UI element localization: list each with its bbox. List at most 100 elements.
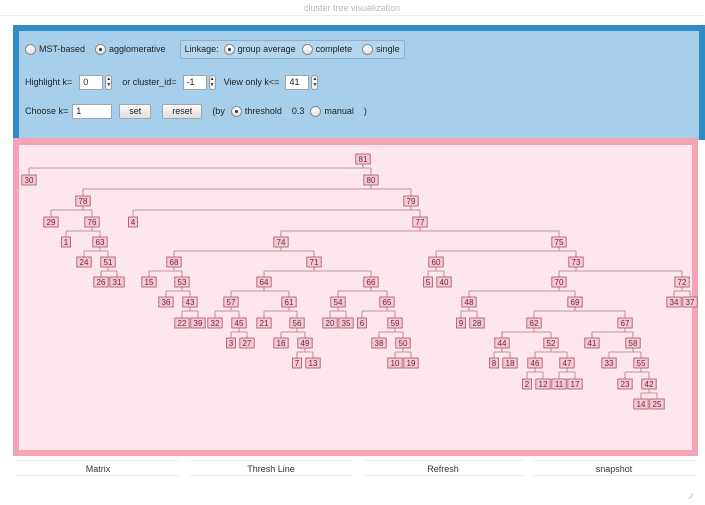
tree-node[interactable]: 45: [231, 317, 247, 329]
tree-node[interactable]: 51: [100, 256, 116, 268]
manual-radio[interactable]: [310, 105, 322, 117]
view-only-k-stepper[interactable]: ▲▼: [311, 74, 319, 90]
tree-node[interactable]: 78: [75, 195, 91, 207]
tree-node[interactable]: 5: [422, 276, 433, 288]
reset-button[interactable]: reset: [162, 103, 203, 119]
tree-node[interactable]: 65: [379, 296, 395, 308]
tree-node[interactable]: 60: [428, 256, 444, 268]
tree-node[interactable]: 10: [387, 357, 403, 369]
tree-node[interactable]: 63: [92, 236, 108, 248]
tree-node[interactable]: 4: [128, 216, 139, 228]
matrix-button[interactable]: Matrix: [17, 460, 179, 476]
tree-node[interactable]: 76: [84, 216, 100, 228]
tree-node[interactable]: 61: [281, 296, 297, 308]
tree-node[interactable]: 49: [297, 337, 313, 349]
tree-node[interactable]: 81: [355, 153, 371, 165]
tree-node[interactable]: 11: [551, 378, 567, 390]
tree-node[interactable]: 57: [223, 296, 239, 308]
resize-grip-icon[interactable]: ⁄⁄: [690, 492, 693, 501]
tree-node[interactable]: 9: [455, 317, 466, 329]
snapshot-button[interactable]: snapshot: [533, 460, 695, 476]
tree-node[interactable]: 16: [273, 337, 289, 349]
tree-node[interactable]: 33: [601, 357, 617, 369]
tree-node[interactable]: 70: [551, 276, 567, 288]
highlight-k-input[interactable]: 0: [79, 74, 104, 90]
tree-node[interactable]: 2: [521, 378, 532, 390]
tree-node[interactable]: 58: [625, 337, 641, 349]
tree-node[interactable]: 67: [617, 317, 633, 329]
tree-node[interactable]: 46: [527, 357, 543, 369]
tree-node[interactable]: 14: [633, 398, 649, 410]
tree-node[interactable]: 71: [306, 256, 322, 268]
set-button[interactable]: set: [119, 103, 152, 119]
tree-node[interactable]: 72: [674, 276, 690, 288]
view-only-k-input[interactable]: 41: [285, 74, 310, 90]
tree-node[interactable]: 40: [436, 276, 452, 288]
tree-node[interactable]: 73: [568, 256, 584, 268]
tree-node[interactable]: 21: [256, 317, 272, 329]
tree-node[interactable]: 79: [403, 195, 419, 207]
tree-node[interactable]: 52: [543, 337, 559, 349]
tree-node[interactable]: 28: [469, 317, 485, 329]
cluster-id-input[interactable]: -1: [182, 74, 207, 90]
tree-node[interactable]: 64: [256, 276, 272, 288]
single-radio[interactable]: [362, 43, 374, 55]
tree-node[interactable]: 39: [190, 317, 206, 329]
tree-node[interactable]: 18: [502, 357, 518, 369]
tree-node[interactable]: 74: [273, 236, 289, 248]
tree-node[interactable]: 77: [412, 216, 428, 228]
tree-node[interactable]: 13: [305, 357, 321, 369]
tree-node[interactable]: 15: [141, 276, 157, 288]
tree-node[interactable]: 20: [322, 317, 338, 329]
tree-node[interactable]: 24: [76, 256, 92, 268]
tree-node[interactable]: 66: [363, 276, 379, 288]
complete-radio[interactable]: [301, 43, 313, 55]
tree-node[interactable]: 68: [166, 256, 182, 268]
tree-node[interactable]: 75: [551, 236, 567, 248]
tree-node[interactable]: 59: [387, 317, 403, 329]
tree-node[interactable]: 23: [617, 378, 633, 390]
tree-node[interactable]: 56: [289, 317, 305, 329]
tree-node[interactable]: 27: [239, 337, 255, 349]
tree-node[interactable]: 42: [641, 378, 657, 390]
choose-k-input[interactable]: 1: [72, 103, 113, 119]
tree-node[interactable]: 43: [182, 296, 198, 308]
tree-node[interactable]: 50: [395, 337, 411, 349]
tree-node[interactable]: 48: [461, 296, 477, 308]
tree-node[interactable]: 22: [174, 317, 190, 329]
tree-node[interactable]: 36: [158, 296, 174, 308]
tree-node[interactable]: 30: [21, 174, 37, 186]
tree-node[interactable]: 41: [584, 337, 600, 349]
tree-node[interactable]: 54: [330, 296, 346, 308]
tree-node[interactable]: 38: [371, 337, 387, 349]
tree-node[interactable]: 53: [174, 276, 190, 288]
refresh-button[interactable]: Refresh: [362, 460, 524, 476]
tree-node[interactable]: 12: [535, 378, 551, 390]
mst-based-radio[interactable]: [25, 43, 36, 55]
tree-node[interactable]: 29: [43, 216, 59, 228]
highlight-k-stepper[interactable]: ▲▼: [105, 74, 113, 90]
tree-node[interactable]: 69: [567, 296, 583, 308]
tree-node[interactable]: 34: [666, 296, 682, 308]
tree-node[interactable]: 31: [109, 276, 125, 288]
tree-node[interactable]: 26: [93, 276, 109, 288]
cluster-id-stepper[interactable]: ▲▼: [208, 74, 216, 90]
tree-node[interactable]: 25: [649, 398, 665, 410]
tree-node[interactable]: 47: [559, 357, 575, 369]
agglomerative-radio[interactable]: [95, 43, 107, 55]
tree-node[interactable]: 32: [207, 317, 223, 329]
tree-node[interactable]: 1: [61, 236, 72, 248]
thresh-line-button[interactable]: Thresh Line: [190, 460, 352, 476]
tree-node[interactable]: 55: [633, 357, 649, 369]
tree-node[interactable]: 3: [225, 337, 236, 349]
tree-node[interactable]: 7: [291, 357, 302, 369]
tree-node[interactable]: 62: [526, 317, 542, 329]
threshold-radio[interactable]: [230, 105, 242, 117]
tree-node[interactable]: 19: [403, 357, 419, 369]
tree-node[interactable]: 17: [567, 378, 583, 390]
tree-node[interactable]: 44: [494, 337, 510, 349]
tree-node[interactable]: 6: [356, 317, 367, 329]
tree-node[interactable]: 35: [338, 317, 354, 329]
group-average-radio[interactable]: [223, 43, 235, 55]
